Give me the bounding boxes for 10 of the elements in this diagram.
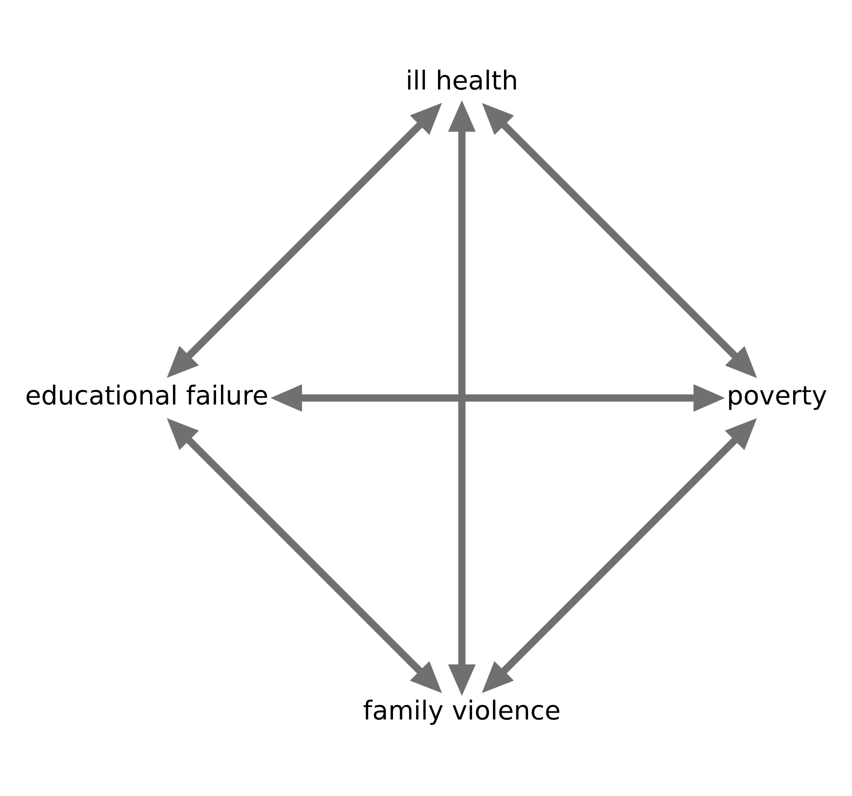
node-text: family violence [363,696,561,726]
node-text: educational failure [25,381,268,412]
arrow [482,418,757,694]
arrow [166,418,442,694]
node-text: poverty [726,381,828,412]
arrow [482,102,758,378]
arrow [166,102,442,378]
arrow [270,384,726,412]
arrow [448,100,476,696]
node-text: ill health [406,66,518,96]
